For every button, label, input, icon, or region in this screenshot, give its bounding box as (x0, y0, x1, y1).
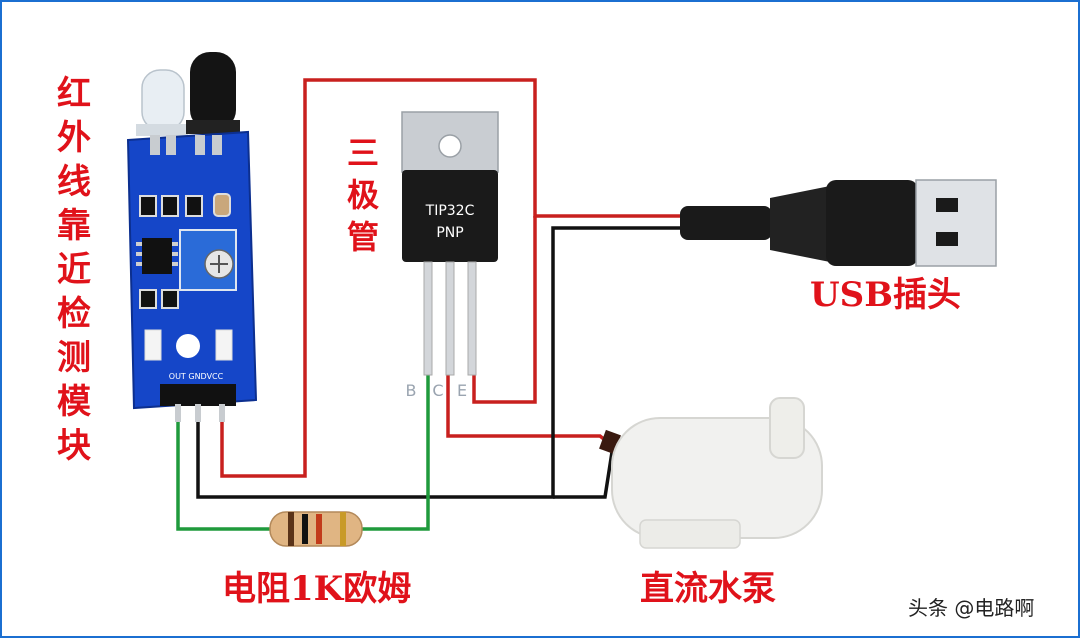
usb-plug-label: USB插头 (810, 275, 961, 315)
comparator-ic (142, 238, 172, 274)
smd-resistor (139, 195, 157, 217)
sensor-label-char: 测 (57, 338, 91, 378)
transistor-label-char: 管 (346, 218, 379, 256)
heatsink-hole (438, 134, 462, 158)
watermark: 头条 @电路啊 (908, 596, 1035, 620)
pin-vcc (219, 404, 225, 422)
transistor-pin-c (445, 261, 455, 376)
sensor-label-char: 模 (57, 382, 91, 422)
usb-plug (680, 179, 997, 267)
transistor-part-number: TIP32C (425, 203, 475, 219)
pin-gnd (195, 404, 201, 422)
sensor-label-char: 靠 (57, 206, 91, 246)
ir-receiver-led (190, 52, 236, 130)
ir-emitter-base (136, 124, 188, 136)
sensor-label-char: 块 (57, 426, 91, 466)
pin-label-e: E (457, 381, 467, 400)
pump-label: 直流水泵 (640, 569, 776, 609)
power-led (144, 329, 162, 361)
resistor-1k (269, 511, 363, 547)
pin-header-label: OUT GNDVCC (169, 372, 224, 381)
transistor-pin-b (423, 261, 433, 376)
pump-outlet (769, 397, 805, 459)
ir-sensor-module: OUT GNDVCC (126, 52, 258, 422)
usb-connector (915, 179, 997, 267)
sensor-label-char: 外 (57, 118, 91, 158)
transistor-label: 三 极 管 (343, 132, 383, 258)
green-wire-out (176, 420, 270, 531)
transistor-pin-e (467, 261, 477, 376)
ir-emitter-led (141, 69, 185, 131)
pin-header (160, 384, 236, 406)
usb-housing (826, 180, 918, 266)
transistor-label-char: 三 (346, 134, 379, 172)
tip32c-transistor: TIP32C PNP B C E (401, 111, 499, 400)
transistor-label-char: 极 (346, 176, 379, 214)
sensor-module-label: 红 外 线 靠 近 检 测 模 块 (52, 72, 96, 468)
ir-receiver-base (186, 120, 240, 134)
sensor-label-char: 线 (57, 162, 91, 202)
red-wire-emitter (472, 216, 537, 404)
pin-out (175, 404, 181, 422)
usb-strain-relief (770, 186, 830, 262)
smd-capacitor (213, 193, 231, 217)
pin-label-c: C (432, 381, 443, 400)
mount-hole (176, 334, 200, 358)
transistor-type: PNP (436, 225, 463, 241)
sensor-label-char: 检 (57, 294, 91, 334)
pin-label-b: B (406, 381, 417, 400)
sensor-label-char: 红 (57, 74, 91, 114)
black-wire-pump (553, 451, 614, 499)
dc-water-pump (599, 397, 823, 549)
green-wire-base (360, 375, 430, 531)
transistor-body (402, 170, 498, 262)
signal-led (215, 329, 233, 361)
sensor-label-char: 近 (57, 250, 91, 290)
resistor-label: 电阻1K欧姆 (222, 569, 411, 609)
usb-cable (680, 206, 772, 240)
